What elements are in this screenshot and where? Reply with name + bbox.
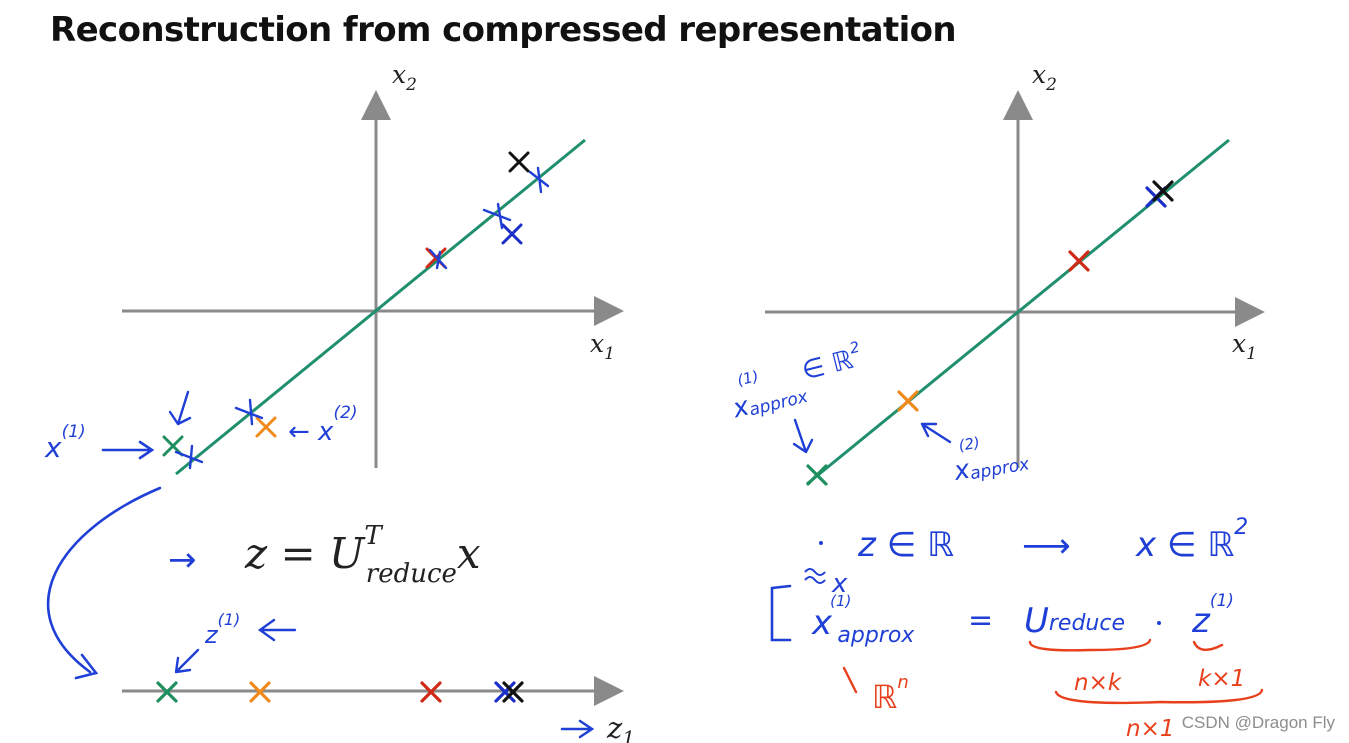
curved-projection-arrow: [46, 486, 162, 674]
annotation-x1: x(1): [44, 422, 86, 464]
point-blue-upper: [501, 223, 523, 245]
right-notes: z ∈ ℝ ⟶ x ∈ ℝ2 x x(1)approx = Ureduce z(…: [770, 515, 1264, 742]
note-x-in-r2: x ∈ ℝ2: [1135, 515, 1248, 565]
annotation-z1-arrow-left: [257, 618, 297, 642]
recon-point-green: [806, 464, 828, 486]
right-y-axis-label: x2: [1032, 60, 1057, 95]
note-dot-mult: [1157, 621, 1161, 625]
left-plot: x2 x1: [44, 60, 624, 680]
bottom-z-axis: z1: [122, 610, 635, 743]
right-x-axis-label: x1: [1232, 329, 1257, 364]
note-u-reduce: Ureduce: [1024, 601, 1125, 641]
recon-point-orange: [897, 390, 919, 412]
left-y-axis-label: x2: [392, 60, 417, 95]
z-point-orange: [249, 681, 271, 703]
annotation-xapprox2-arrow: [920, 422, 952, 444]
right-reconstructed-points: [806, 180, 1174, 486]
note-dim-kx1: k×1: [1198, 666, 1245, 692]
brace-z: [1192, 640, 1224, 651]
annotation-z1: z(1): [204, 610, 240, 649]
point-black: [508, 151, 530, 173]
z-point-red: [420, 681, 442, 703]
note-z-in-r: z ∈ ℝ: [857, 525, 954, 565]
watermark: CSDN @Dragon Fly: [1181, 713, 1335, 732]
z-axis-label-arrow: [560, 719, 595, 739]
annotation-x1-arrow: [101, 440, 155, 460]
right-plot: x2 x1: [723, 60, 1265, 487]
left-projection-line: [175, 138, 586, 476]
note-arrow: ⟶: [1022, 526, 1071, 566]
annotation-x2: ← x(2): [288, 403, 358, 447]
brace-u-reduce: [1028, 638, 1152, 652]
annotation-xapprox1: xapprox(1)∈ ℝ2: [723, 338, 870, 425]
z-axis-points: [156, 681, 524, 703]
note-xapprox: x(1)approx: [811, 592, 915, 648]
left-handwritten-projections: [168, 166, 550, 470]
note-bracket: [770, 584, 792, 642]
formula-arrow: →: [168, 540, 197, 580]
recon-point-black: [1152, 180, 1174, 202]
note-z1: z(1): [1191, 591, 1234, 641]
brace-product: [1054, 688, 1264, 705]
z-point-black: [502, 681, 524, 703]
z-point-green: [156, 681, 178, 703]
point-orange: [255, 416, 277, 438]
note-dim-nx1: n×1: [1126, 716, 1174, 742]
left-x-axis-label: x1: [590, 329, 615, 364]
note-dim-rn: ℝn: [872, 672, 909, 716]
dimension-braces: [842, 638, 1264, 705]
note-dim-nxk: n×k: [1074, 670, 1123, 696]
curved-projection-arrowhead: [74, 653, 99, 680]
z-axis-label: z1: [606, 711, 635, 743]
tick-rn: [842, 666, 858, 694]
note-dot: [819, 541, 823, 545]
note-tilde-x: x: [831, 569, 848, 599]
z-point-blue: [494, 681, 516, 703]
slide-title: Reconstruction from compressed represent…: [50, 10, 957, 50]
annotation-xapprox1-arrow: [792, 418, 814, 454]
note-equals: =: [968, 603, 993, 638]
annotation-z1-arrow-down: [174, 648, 200, 674]
recon-point-red: [1068, 250, 1090, 272]
note-tilde: [804, 568, 826, 584]
